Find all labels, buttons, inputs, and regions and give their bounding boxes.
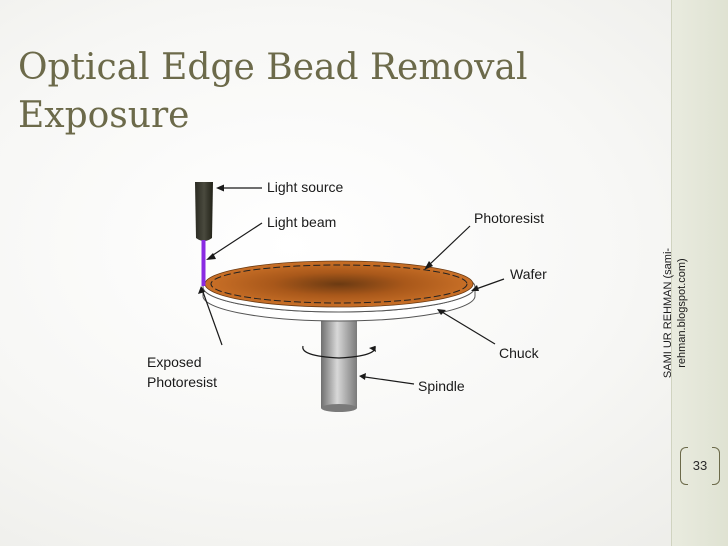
photoresist-layer [204,260,474,308]
light-beam [201,240,206,286]
title-line-2: Exposure [18,95,190,136]
page-number: 33 [692,458,708,473]
rotation-arrowhead [369,346,376,352]
author-credit: SAMI UR REHMAN (sami- rehman.blogspot.co… [661,183,689,443]
label-light-source: Light source [267,179,343,195]
light-source [195,182,213,241]
author-credit-line-1: SAMI UR REHMAN (sami- [662,247,674,379]
rotation-arrow [302,345,376,359]
leader-arrowheads [198,184,479,380]
leader-lines [202,187,505,385]
label-spindle: Spindle [418,378,465,394]
label-chuck: Chuck [499,345,540,361]
slide-title: Optical Edge Bead Removal Exposure [18,44,527,140]
label-wafer: Wafer [510,266,547,282]
author-credit-line-2: rehman.blogspot.com) [676,258,688,368]
bracket-left-icon [680,447,688,485]
title-line-1: Optical Edge Bead Removal [18,47,528,88]
page-number-badge: 33 [680,447,720,485]
label-exposed-line-2: Photoresist [147,374,217,390]
label-light-beam: Light beam [267,214,336,230]
label-photoresist: Photoresist [474,210,544,226]
photoresist-edge-dashes [210,264,468,304]
label-exposed-line-1: Exposed [147,354,201,370]
bracket-right-icon [712,447,720,485]
